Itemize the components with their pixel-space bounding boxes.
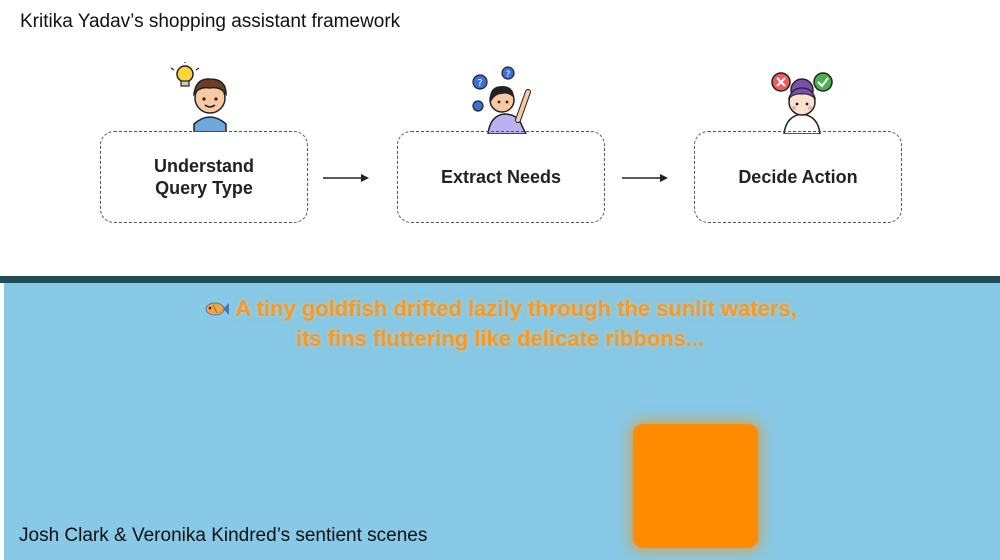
scene-caption: Josh Clark & Veronika Kindred’s sentient… <box>19 525 428 546</box>
arrow-right-icon <box>323 174 369 182</box>
orange-square <box>633 424 758 548</box>
arrow-right-icon <box>622 174 668 182</box>
deciding-person-icon <box>771 72 833 134</box>
step-understand-query-type: Understand Query Type <box>100 131 308 223</box>
step-label: Decide Action <box>738 167 858 187</box>
svg-text:?: ? <box>477 78 482 89</box>
framework-panel: Kritika Yadav’s shopping assistant frame… <box>0 0 1000 278</box>
step-label: Understand Query Type <box>153 156 254 198</box>
goldfish-icon <box>205 302 230 316</box>
step-extract-needs: Extract Needs <box>397 131 605 223</box>
framework-caption: Kritika Yadav’s shopping assistant frame… <box>20 11 401 32</box>
lightbulb-person-icon <box>170 62 227 132</box>
step-decide-action: Decide Action <box>694 131 902 223</box>
svg-text:?: ? <box>506 70 511 80</box>
questioning-person-icon: ? ? <box>472 66 531 134</box>
step-label: Extract Needs <box>440 167 562 187</box>
scene-panel <box>4 283 1000 560</box>
story-text: A tiny goldfish drifted lazily through t… <box>235 296 797 351</box>
story-caption: A tiny goldfish drifted lazily through t… <box>200 294 800 354</box>
panel-divider <box>0 276 1000 283</box>
